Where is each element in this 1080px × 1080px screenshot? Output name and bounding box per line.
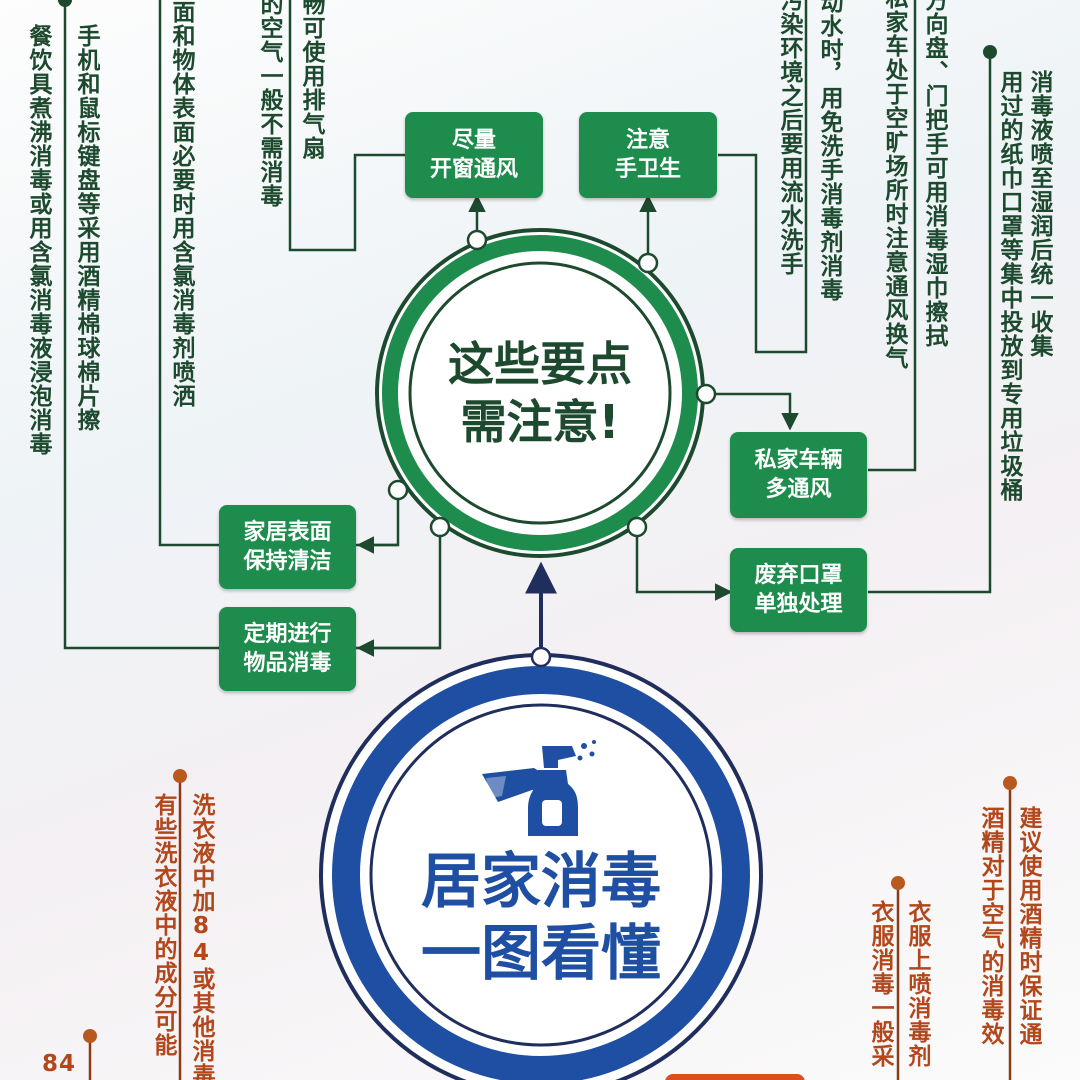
mask-disposal-box: 废弃口罩 单独处理: [730, 548, 867, 632]
note-clothes-2: 衣服消毒一般采: [867, 900, 893, 1068]
note-car-private: 私家车处于空旷场所时注意通风换气: [881, 0, 907, 370]
note-mask-collect: 用过的纸巾口罩等集中投放到专用垃圾桶: [996, 70, 1022, 502]
item-disinfection-box: 定期进行 物品消毒: [219, 607, 356, 691]
bottom-circle-title-line1: 居家消毒: [421, 847, 661, 917]
note-clothes-1: 衣服上喷消毒剂: [904, 900, 930, 1068]
bottom-circle-title-line2: 一图看懂: [421, 919, 661, 989]
note-pollute: 污染环境之后要用流水洗手: [776, 0, 802, 276]
note-tableware: 餐饮具煮沸消毒或用含氯消毒液浸泡消毒: [25, 24, 51, 456]
top-circle-title: 这些要点 需注意!: [410, 335, 670, 451]
note-mask-spray: 消毒液喷至湿润后统一收集: [1026, 70, 1052, 358]
car-ventilation-box: 私家车辆 多通风: [730, 432, 867, 518]
note-alcohol-1: 建议使用酒精时保证通: [1015, 806, 1041, 1046]
home-surface-box: 家居表面 保持清洁: [219, 505, 356, 589]
note-phone: 手机和鼠标键盘等采用酒精棉球棉片擦: [73, 24, 99, 432]
note-84: 84: [42, 1051, 77, 1077]
top-circle-title-line1: 这些要点: [448, 337, 632, 391]
spray-bottle-hand-icon: [482, 740, 596, 836]
note-laundry-2: 有些洗衣液中的成分可能: [150, 793, 176, 1057]
top-circle-title-line2: 需注意!: [460, 395, 620, 449]
note-flowing-water: 动水时，用免洗手消毒剂消毒: [816, 0, 842, 302]
note-laundry-1: 洗衣液中加84或其他消毒: [188, 793, 214, 1080]
hand-hygiene-box: 注意 手卫生: [579, 112, 717, 198]
note-alcohol-2: 酒精对于空气的消毒效: [977, 806, 1003, 1046]
note-surface: 面和物体表面必要时用含氯消毒剂喷洒: [168, 0, 194, 408]
bottom-circle-title: 居家消毒 一图看懂: [380, 846, 702, 990]
note-exhaust-fan: 畅可使用排气扇: [298, 0, 324, 160]
note-air: 的空气一般不需消毒: [256, 0, 282, 208]
ventilate-box: 尽量 开窗通风: [405, 112, 543, 198]
note-wheel: 方向盘、门把手可用消毒湿巾擦拭: [921, 0, 947, 348]
